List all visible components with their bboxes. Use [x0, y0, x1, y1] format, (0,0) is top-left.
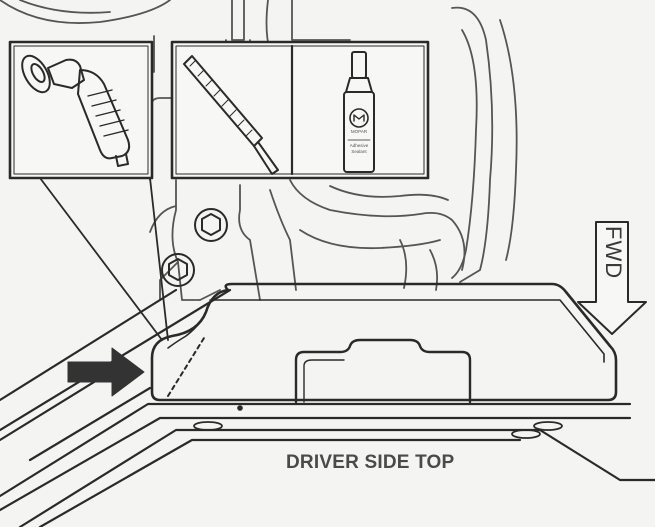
air-grinder-icon [21, 54, 131, 167]
callout-leader [39, 177, 169, 341]
forward-arrow-icon [577, 221, 647, 335]
sealant-label-line2: Sealant [351, 149, 367, 154]
sealant-bottle-icon [343, 51, 375, 173]
bolt-lower [161, 253, 195, 287]
diagram-caption: DRIVER SIDE TOP [286, 452, 455, 473]
sealant-label-line1: Adhesive [350, 143, 369, 148]
bolt-upper [194, 208, 228, 242]
forward-direction-label: FWD [601, 226, 626, 280]
tool-box-grinder [8, 40, 154, 180]
pan-cover [150, 282, 618, 439]
tool-box-file-sealant [170, 40, 430, 180]
hand-file-icon [183, 55, 279, 175]
pointer-arrow-icon [67, 347, 145, 397]
engine-background [0, 0, 518, 301]
sealant-brand: MOPAR [351, 129, 368, 134]
frame-rails [0, 288, 655, 527]
